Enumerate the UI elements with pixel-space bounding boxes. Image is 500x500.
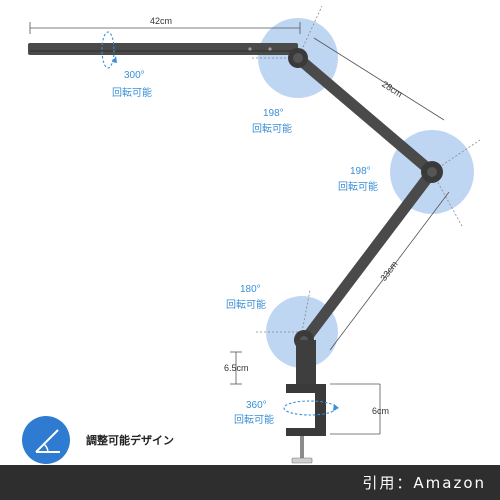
- rotation-angle-base: 360°: [246, 400, 267, 411]
- footer-credit: 引用：Amazon: [362, 474, 486, 492]
- badge-label: 調整可能デザイン: [86, 434, 174, 447]
- clamp-bottom: [286, 428, 326, 436]
- angle-adjust-icon: [22, 416, 70, 464]
- rotation-angle-lower-joint: 180°: [240, 284, 261, 295]
- rotation-caption-base: 回転可能: [234, 413, 274, 426]
- rotation-angle-top-joint: 198°: [263, 108, 284, 119]
- upper-arm: [292, 52, 438, 178]
- dim-label-arm1: 42cm: [150, 16, 172, 26]
- clamp-screw: [300, 436, 304, 460]
- footer-bar: 引用：Amazon: [0, 465, 500, 500]
- lamp-post: [296, 340, 316, 386]
- lower-arm: [299, 166, 438, 346]
- dimension-lines: [29, 22, 450, 435]
- rotation-angle-head: 300°: [124, 70, 145, 81]
- dim-label-base-height: 6.5cm: [224, 363, 249, 373]
- rotation-arrowhead-head: [112, 56, 117, 63]
- clamp-knob: [291, 457, 313, 464]
- rotation-caption-lower-joint: 回転可能: [226, 298, 266, 311]
- lamp-body: [28, 43, 443, 464]
- rotation-angle-middle-joint: 198°: [350, 166, 371, 177]
- clamp-back: [315, 384, 326, 436]
- dim-label-arm3: 33cm: [378, 259, 399, 283]
- dim-label-arm2: 28cm: [380, 79, 404, 99]
- rotation-caption-middle-joint: 回転可能: [338, 180, 378, 193]
- rotation-caption-top-joint: 回転可能: [252, 122, 292, 135]
- dim-label-clamp-depth: 6cm: [372, 406, 389, 416]
- clamp-top: [286, 384, 326, 393]
- rotation-caption-head: 回転可能: [112, 86, 152, 99]
- lamp-head: [28, 43, 298, 55]
- rotation-arrowhead-base: [333, 404, 339, 411]
